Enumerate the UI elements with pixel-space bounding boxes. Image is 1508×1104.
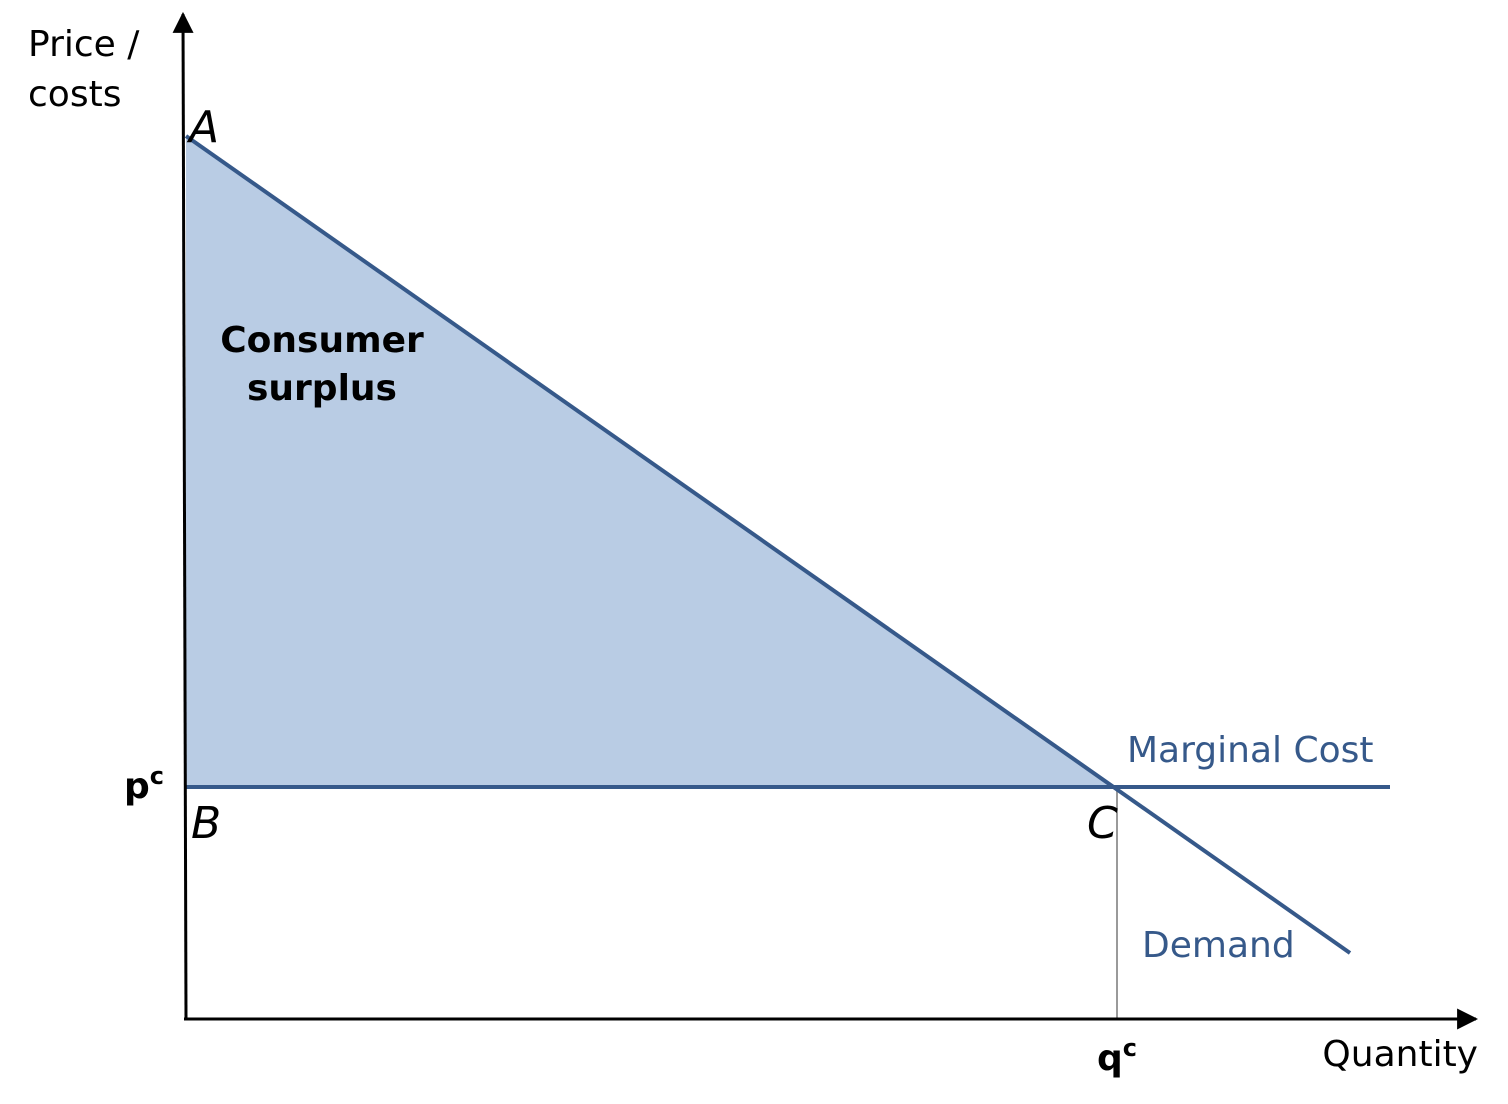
y-axis: [172, 11, 194, 1021]
quantity-tick-base: q: [1097, 1038, 1123, 1079]
demand-label: Demand: [1142, 925, 1295, 966]
quantity-tick-label: qc: [1097, 1034, 1137, 1079]
demand-line: [184, 134, 1352, 955]
point-c-label: C: [1087, 798, 1118, 849]
point-b-label: B: [191, 798, 221, 849]
price-tick-superscript: c: [150, 762, 164, 790]
x-axis-label: Quantity: [1322, 1034, 1478, 1075]
y-axis-label-line1: Price /: [28, 24, 140, 65]
quantity-tick-superscript: c: [1123, 1034, 1137, 1062]
y-axis-label-line2: costs: [28, 74, 121, 115]
point-a-label: A: [186, 102, 219, 153]
marginal-cost-label: Marginal Cost: [1127, 730, 1374, 771]
consumer-surplus-label-line1: Consumer: [220, 320, 424, 361]
price-tick-base: p: [124, 766, 150, 807]
consumer-surplus-label-line2: surplus: [247, 368, 397, 409]
price-tick-label: pc: [124, 762, 164, 807]
